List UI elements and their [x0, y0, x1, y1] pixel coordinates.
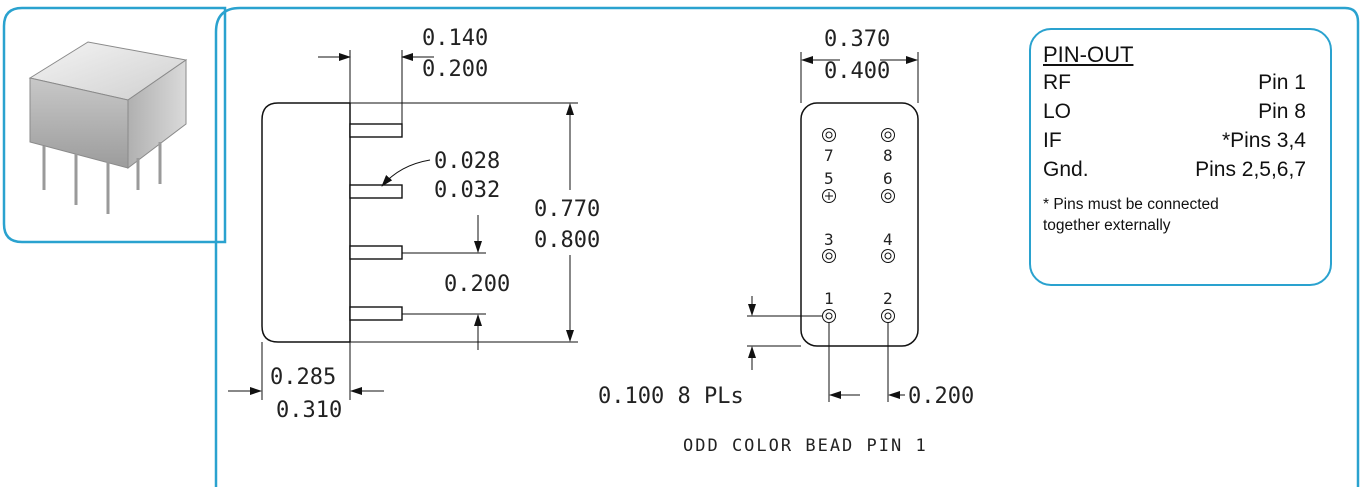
pinout-title: PIN-OUT [1043, 42, 1134, 67]
pinout-row: LO Pin 8 [1043, 97, 1306, 126]
side-view [261, 102, 403, 343]
pin-label-1: 1 [824, 289, 834, 308]
pinout-value: *Pins 3,4 [1221, 129, 1306, 152]
dim-width-max: 0.400 [824, 59, 890, 84]
pinout-footnote-line2: together externally [1043, 217, 1171, 234]
pin-6 [881, 189, 895, 203]
pinout-value: Pins 2,5,6,7 [1195, 158, 1306, 181]
pinout-row: RF Pin 1 [1043, 68, 1306, 97]
dim-pin-edge-distance: 0.100 8 PLs [598, 384, 744, 409]
dim-pin-dia-max: 0.032 [434, 178, 500, 203]
pinout-name: RF [1043, 71, 1071, 94]
dim-pin-spacing-min: 0.140 [422, 26, 488, 51]
drawing-frame [214, 6, 1360, 487]
side-pin [349, 245, 403, 260]
pin-label-8: 8 [883, 146, 893, 165]
pin-label-4: 4 [883, 230, 893, 249]
pinout-row: IF *Pins 3,4 [1043, 126, 1306, 155]
pin-label-5: 5 [824, 169, 834, 188]
pin-8 [881, 128, 895, 142]
pinout-name: Gnd. [1043, 158, 1089, 181]
pin-3 [822, 249, 836, 263]
pin-4 [881, 249, 895, 263]
pinout-name: LO [1043, 100, 1072, 123]
dim-pin-pitch-bottom: 0.200 [908, 384, 974, 409]
pin-label-2: 2 [883, 289, 893, 308]
pinout-name: IF [1043, 129, 1062, 152]
dim-width-min: 0.370 [824, 27, 890, 52]
dim-pin-spacing-max: 0.200 [422, 57, 488, 82]
pin-label-7: 7 [824, 146, 834, 165]
side-pin [349, 306, 403, 321]
pin-5 [822, 189, 836, 203]
pinout-value: Pin 8 [1258, 100, 1306, 123]
dim-length-min: 0.770 [534, 197, 600, 222]
pin-1 [822, 309, 836, 323]
dim-height-min: 0.285 [270, 365, 336, 390]
photo-frame [2, 6, 227, 244]
pinout-panel: PIN-OUT RF Pin 1 LO Pin 8 IF *Pins 3,4 G… [1029, 28, 1332, 286]
pinout-footnote: * Pins must be connected together extern… [1043, 194, 1306, 236]
dim-pin-pitch-side: 0.200 [444, 272, 510, 297]
side-pin [349, 123, 403, 138]
pin-label-3: 3 [824, 230, 834, 249]
pin-label-6: 6 [883, 169, 893, 188]
pinout-row: Gnd. Pins 2,5,6,7 [1043, 155, 1306, 184]
bead-note: ODD COLOR BEAD PIN 1 [683, 436, 928, 456]
side-pin [349, 184, 403, 199]
dim-height-max: 0.310 [276, 398, 342, 423]
pinout-footnote-line1: * Pins must be connected [1043, 196, 1219, 213]
pin-7 [822, 128, 836, 142]
bottom-view [800, 102, 919, 347]
dim-pin-dia-min: 0.028 [434, 149, 500, 174]
dim-length-max: 0.800 [534, 228, 600, 253]
pin-2 [881, 309, 895, 323]
pinout-value: Pin 1 [1258, 71, 1306, 94]
rf-mixer-package-photo [28, 41, 188, 214]
